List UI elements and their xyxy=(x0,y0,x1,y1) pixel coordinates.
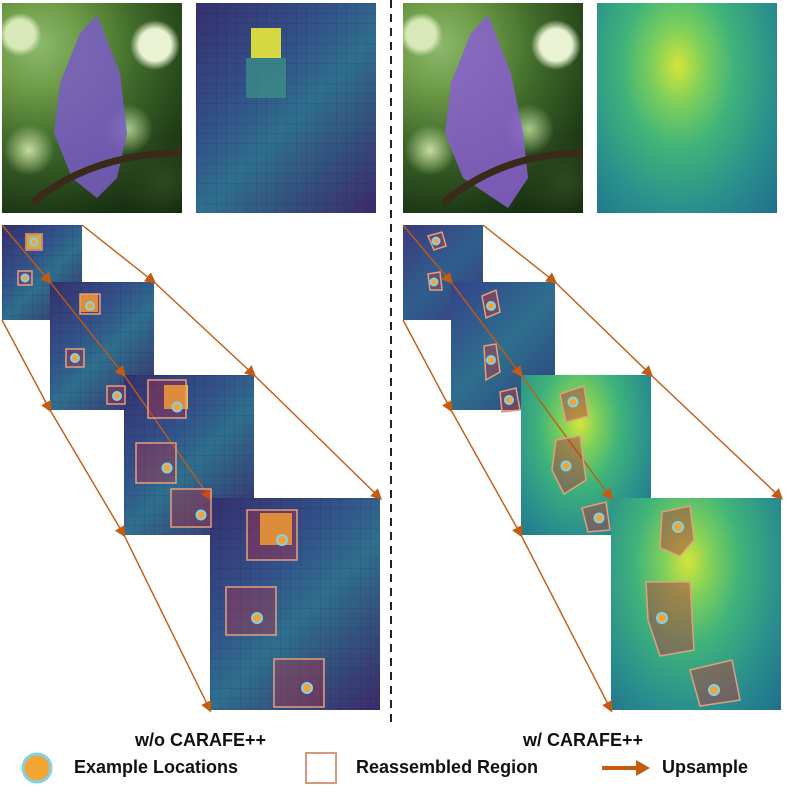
right-arrow-1c xyxy=(402,319,453,413)
left-arrow-3b xyxy=(253,374,383,500)
caption-left: w/o CARAFE++ xyxy=(135,730,267,750)
arrow-right-icon xyxy=(602,760,650,776)
left-arrow-2b xyxy=(153,281,257,377)
right-arrow-3b xyxy=(650,374,784,500)
legend-upsample: Upsample xyxy=(662,757,749,777)
left-arrow-1b xyxy=(81,224,157,284)
feature-map-top-left xyxy=(196,3,376,213)
right-arrow-2c xyxy=(450,409,523,538)
right-arrow-1b xyxy=(482,224,558,284)
right-level-4 xyxy=(611,498,781,710)
left-arrow-3c xyxy=(123,534,212,713)
input-photo-right xyxy=(403,3,583,213)
left-arrow-1c xyxy=(1,319,52,413)
legend-example-locations: Example Locations xyxy=(74,757,239,777)
legend-reassembled-region: Reassembled Region xyxy=(356,757,539,777)
feature-map-top-right xyxy=(597,3,777,213)
caption-right: w/ CARAFE++ xyxy=(523,730,644,750)
left-arrow-2c xyxy=(49,409,126,538)
right-arrow-3c xyxy=(520,534,613,713)
bird-mask-right xyxy=(440,15,583,208)
input-photo-left xyxy=(2,3,182,213)
bird-mask-left xyxy=(29,15,182,206)
left-level-4 xyxy=(210,498,380,710)
orange-dot-icon xyxy=(21,752,53,784)
square-outline-icon xyxy=(305,752,337,784)
right-arrow-2b xyxy=(554,281,654,377)
